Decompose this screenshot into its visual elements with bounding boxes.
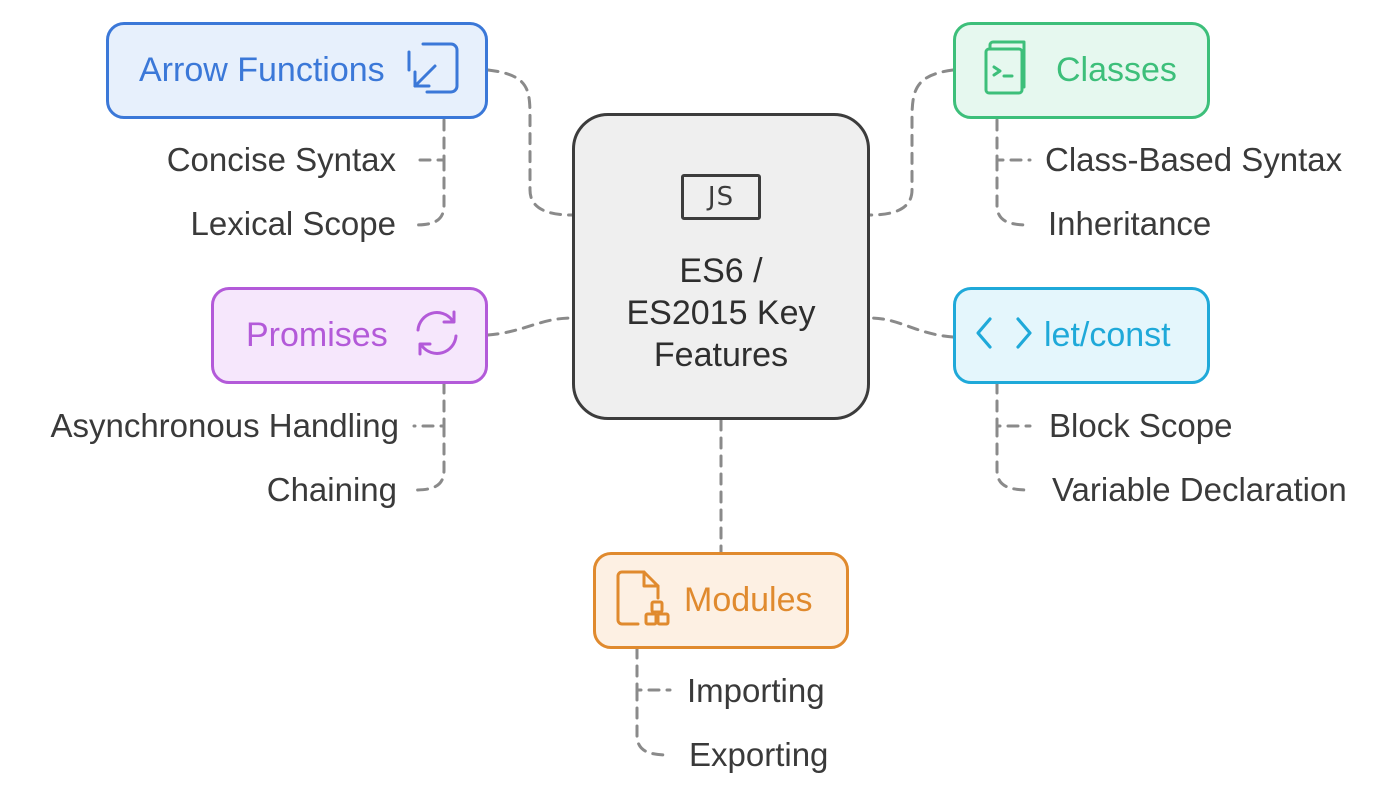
node-title-modules: Modules — [684, 581, 813, 619]
terminal-book-icon — [982, 39, 1028, 102]
center-title-line-2: ES2015 Key — [626, 294, 816, 332]
center-title-line-3: Features — [653, 336, 789, 374]
js-badge-icon: JS — [681, 174, 761, 220]
connector-exporting — [635, 688, 672, 757]
node-promises: Promises — [211, 287, 488, 384]
sub-lexical-scope: Lexical Scope — [190, 205, 396, 242]
node-modules: Modules — [593, 552, 849, 649]
connector-class-based — [995, 118, 1032, 162]
sub-chaining: Chaining — [266, 471, 397, 508]
sub-importing: Importing — [687, 672, 825, 709]
connector-variable-decl — [995, 424, 1032, 492]
node-classes: Classes — [953, 22, 1210, 119]
code-brackets-icon — [974, 313, 1034, 358]
node-title-arrow-functions: Arrow Functions — [139, 51, 385, 89]
resize-arrow-icon — [405, 40, 461, 101]
connector-classes — [868, 68, 955, 217]
connector-chaining — [412, 424, 446, 492]
sub-asynchronous-handling: Asynchronous Handling — [50, 407, 399, 444]
sub-class-based-syntax: Class-Based Syntax — [1045, 141, 1343, 178]
refresh-icon — [410, 306, 464, 365]
node-let-const: let/const — [953, 287, 1210, 384]
connector-arrow-functions — [486, 68, 574, 217]
center-title: ES6 / ES2015 Key Features — [626, 250, 815, 376]
sub-concise-syntax: Concise Syntax — [166, 141, 396, 178]
connector-concise-syntax — [412, 118, 446, 162]
sub-inheritance: Inheritance — [1048, 205, 1212, 242]
connector-inheritance — [995, 158, 1032, 227]
sub-exporting: Exporting — [689, 736, 829, 773]
node-title-classes: Classes — [1056, 51, 1177, 89]
center-node: JS ES6 / ES2015 Key Features — [572, 113, 870, 420]
sub-variable-declaration: Variable Declaration — [1052, 471, 1347, 508]
connector-async — [412, 381, 446, 428]
sub-block-scope: Block Scope — [1049, 407, 1233, 444]
connector-importing — [635, 646, 672, 692]
connector-lexical-scope — [412, 158, 446, 227]
node-arrow-functions: Arrow Functions — [106, 22, 488, 119]
connector-promises — [486, 316, 574, 337]
connector-block-scope — [995, 381, 1032, 428]
node-title-promises: Promises — [246, 316, 388, 354]
center-title-line-1: ES6 / — [679, 252, 763, 290]
node-title-let-const: let/const — [1044, 316, 1171, 354]
file-modules-icon — [614, 568, 670, 633]
connector-let-const — [868, 316, 955, 339]
